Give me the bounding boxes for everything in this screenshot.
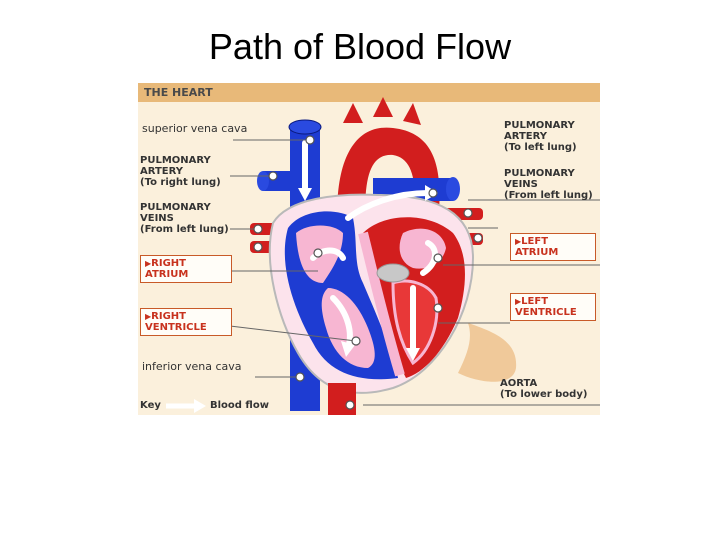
- heart-diagram: THE HEART superior vena cava PULMONARY A…: [138, 83, 600, 415]
- triangle-icon: ▶: [515, 237, 522, 246]
- key-arrow-icon: [194, 399, 206, 413]
- label-aorta: AORTA (To lower body): [500, 378, 588, 400]
- slide-title: Path of Blood Flow: [208, 26, 512, 67]
- right-atrium-text: RIGHT ATRIUM: [145, 258, 189, 280]
- label-left-atrium: ▶LEFT ATRIUM: [510, 233, 596, 261]
- heart-shadow: [458, 323, 517, 382]
- label-superior-vena-cava: superior vena cava: [142, 122, 248, 135]
- label-left-ventricle: ▶LEFT VENTRICLE: [510, 293, 596, 321]
- label-pulmonary-veins-right: PULMONARY VEINS (From left lung): [504, 168, 593, 201]
- label-pulmonary-artery-right: PULMONARY ARTERY (To right lung): [140, 155, 221, 188]
- left-ventricle-text: LEFT VENTRICLE: [515, 296, 577, 318]
- label-pulmonary-artery-left: PULMONARY ARTERY (To left lung): [504, 120, 577, 153]
- header-band: [138, 83, 600, 102]
- key-label: Key: [140, 400, 161, 411]
- label-pulmonary-veins-left: PULMONARY VEINS (From left lung): [140, 202, 229, 235]
- triangle-icon: ▶: [145, 259, 152, 268]
- diagram-header: THE HEART: [144, 86, 213, 99]
- heart-illustration: [138, 83, 600, 415]
- descending-aorta: [328, 383, 356, 415]
- label-right-ventricle: ▶RIGHT VENTRICLE: [140, 308, 232, 336]
- key-meaning: Blood flow: [210, 400, 269, 411]
- left-atrium-text: LEFT ATRIUM: [515, 236, 559, 258]
- triangle-icon: ▶: [515, 297, 522, 306]
- right-ventricle-text: RIGHT VENTRICLE: [145, 311, 207, 333]
- label-inferior-vena-cava: inferior vena cava: [142, 360, 242, 373]
- triangle-icon: ▶: [145, 312, 152, 321]
- label-right-atrium: ▶RIGHT ATRIUM: [140, 255, 232, 283]
